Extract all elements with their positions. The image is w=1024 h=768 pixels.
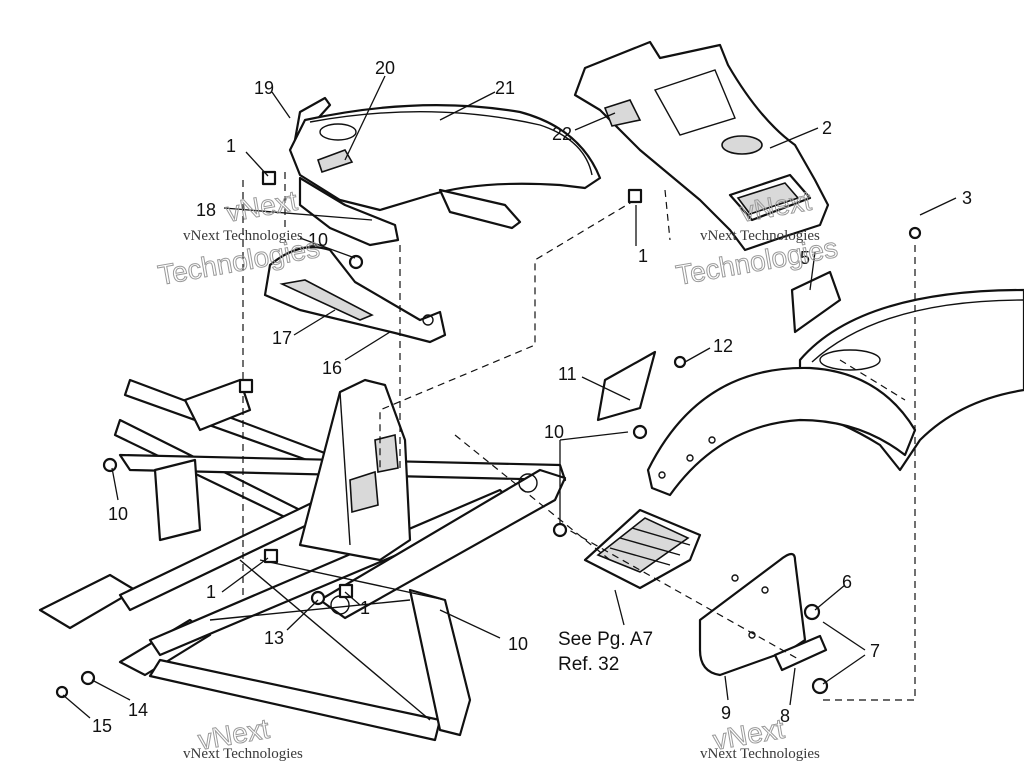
- callout-7: 7: [870, 641, 880, 661]
- callout-16: 16: [322, 358, 342, 378]
- callout-22: 22: [552, 124, 572, 144]
- callout-6: 6: [842, 572, 852, 592]
- callout-10c: 10: [544, 422, 564, 442]
- watermark-text-bottom-right: vNext Technologies: [700, 746, 820, 762]
- callout-10d: 10: [508, 634, 528, 654]
- callout-10b: 10: [108, 504, 128, 524]
- fasteners: [55, 170, 922, 699]
- callout-18: 18: [196, 200, 216, 220]
- callout-3: 3: [962, 188, 972, 208]
- rear-cab-part-2: [573, 40, 830, 252]
- callout-17: 17: [272, 328, 292, 348]
- watermark-text-top-right: vNext Technologies: [700, 228, 820, 244]
- front-cab-part-21: [288, 96, 602, 247]
- callout-1b: 1: [638, 246, 648, 266]
- frame-assembly: [38, 378, 567, 742]
- callout-21: 21: [495, 78, 515, 98]
- callout-5: 5: [800, 248, 810, 268]
- decal-part-5: [790, 270, 842, 334]
- callout-10a: 10: [308, 230, 328, 250]
- watermarks: vNext Technologies vNext Technologies vN…: [155, 184, 840, 762]
- callout-2: 2: [822, 118, 832, 138]
- callout-1c: 1: [206, 582, 216, 602]
- bracket-part-8: [773, 634, 828, 672]
- callout-19: 19: [254, 78, 274, 98]
- reference-note-line-2: Ref. 32: [558, 654, 619, 675]
- callout-1d: 1: [360, 598, 370, 618]
- callout-1a: 1: [226, 136, 236, 156]
- callout-9: 9: [721, 703, 731, 723]
- callout-8: 8: [780, 706, 790, 726]
- watermark-word-top-left-1: vNext: [224, 185, 300, 228]
- callout-11: 11: [558, 364, 577, 384]
- callout-15: 15: [92, 716, 112, 736]
- callout-14: 14: [128, 700, 148, 720]
- watermark-text-top-left: vNext Technologies: [183, 228, 303, 244]
- fender-assembly: [646, 288, 1024, 497]
- callout-12: 12: [713, 336, 733, 356]
- footrest-assembly: [583, 508, 702, 590]
- leader-lines: [62, 75, 957, 719]
- callout-labels: 1 1 1 1 2 3 5 6 7 8 9 10 10 10 10 11 12 …: [92, 58, 972, 736]
- callout-13: 13: [264, 628, 284, 648]
- watermark-text-bottom-left: vNext Technologies: [183, 746, 303, 762]
- decal-part-11: [596, 350, 657, 422]
- callout-20: 20: [375, 58, 395, 78]
- reference-note-line-1: See Pg. A7: [558, 629, 653, 650]
